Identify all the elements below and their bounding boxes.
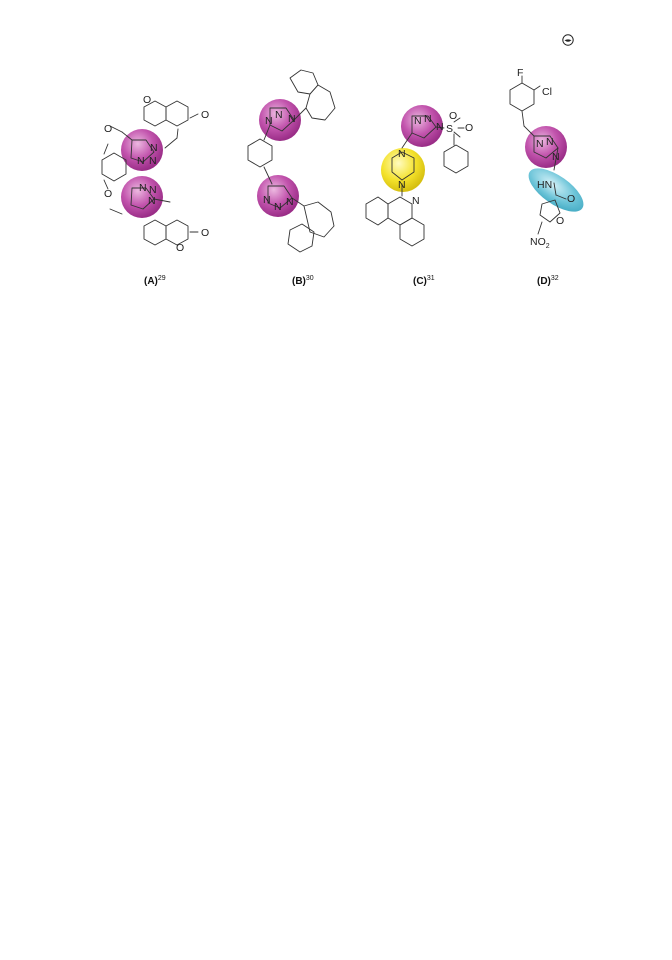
compound-label-d-id: (D) bbox=[537, 276, 551, 287]
atom-n-a2: N bbox=[137, 155, 145, 167]
atom-n-a5: N bbox=[149, 184, 157, 196]
compound-label-a-id: (A) bbox=[144, 276, 158, 287]
atom-n-a1: N bbox=[150, 142, 158, 154]
triazole-highlight-c bbox=[401, 105, 443, 147]
atom-o-a4: O bbox=[104, 188, 112, 200]
atom-o-a6: O bbox=[176, 242, 184, 254]
atom-o-c1: O bbox=[449, 110, 457, 122]
nitro-subscript: 2 bbox=[546, 243, 550, 250]
atom-n-d3: N bbox=[552, 151, 560, 163]
atom-n-a3: N bbox=[149, 155, 157, 167]
atom-o-d2: O bbox=[556, 215, 564, 227]
atom-o-a3: O bbox=[104, 123, 112, 135]
compound-label-c-id: (C) bbox=[413, 276, 427, 287]
triazole-highlight-b1 bbox=[259, 99, 301, 141]
compound-label-a-ref: 29 bbox=[157, 275, 166, 282]
atom-n-d2: N bbox=[546, 136, 554, 148]
atom-n-b3: N bbox=[288, 113, 296, 125]
atom-o-c2: O bbox=[465, 122, 473, 134]
atom-n-b2: N bbox=[275, 109, 283, 121]
compound-label-b: (B)30 bbox=[292, 275, 314, 287]
compound-label-d: (D)32 bbox=[537, 275, 559, 287]
compound-label-a: (A)29 bbox=[144, 275, 166, 287]
atom-hn-d: HN bbox=[537, 179, 552, 191]
triazole-highlight-b2 bbox=[257, 175, 299, 217]
compound-b-structure: N N N N N N bbox=[247, 69, 336, 253]
atom-o-a5: O bbox=[201, 227, 209, 239]
atom-o-a1: O bbox=[143, 94, 151, 106]
atom-n-c1: N bbox=[414, 115, 422, 127]
compound-d-structure: F Cl N N N HN O O NO2 bbox=[509, 67, 584, 250]
atom-n-b4: N bbox=[263, 194, 271, 206]
compound-label-b-ref: 30 bbox=[305, 275, 314, 282]
atom-f-d: F bbox=[517, 67, 523, 79]
nitro-group-label: NO2 bbox=[530, 236, 550, 250]
compound-label-c-ref: 31 bbox=[426, 275, 435, 282]
atom-n-b5: N bbox=[274, 201, 282, 213]
atom-n-b6: N bbox=[286, 196, 294, 208]
nitro-no: NO bbox=[530, 236, 546, 248]
compound-label-d-ref: 32 bbox=[550, 275, 559, 282]
atom-o-a2: O bbox=[201, 109, 209, 121]
triazole-highlight-a2 bbox=[121, 176, 163, 218]
atom-n-c3: N bbox=[436, 121, 444, 133]
atom-s-c: S bbox=[446, 123, 453, 135]
compound-label-b-id: (B) bbox=[292, 276, 306, 287]
compound-label-c: (C)31 bbox=[413, 275, 435, 287]
atom-n-c2: N bbox=[424, 113, 432, 125]
atom-n-c4: N bbox=[398, 148, 406, 160]
amide-highlight bbox=[528, 168, 584, 212]
atom-o-d1: O bbox=[567, 193, 575, 205]
atom-cl-d: Cl bbox=[542, 86, 552, 98]
atom-n-a4: N bbox=[139, 182, 147, 194]
atom-n-d1: N bbox=[536, 138, 544, 150]
atom-n-c6: N bbox=[412, 195, 420, 207]
compound-a-structure: O O O O N N N N N N O O bbox=[101, 94, 209, 254]
atom-n-b1: N bbox=[265, 115, 273, 127]
compound-c-structure: N N N S O O N N N bbox=[365, 105, 473, 247]
atom-n-c5: N bbox=[398, 179, 406, 191]
publisher-emblem-icon bbox=[562, 34, 574, 46]
atom-n-a6: N bbox=[148, 195, 156, 207]
